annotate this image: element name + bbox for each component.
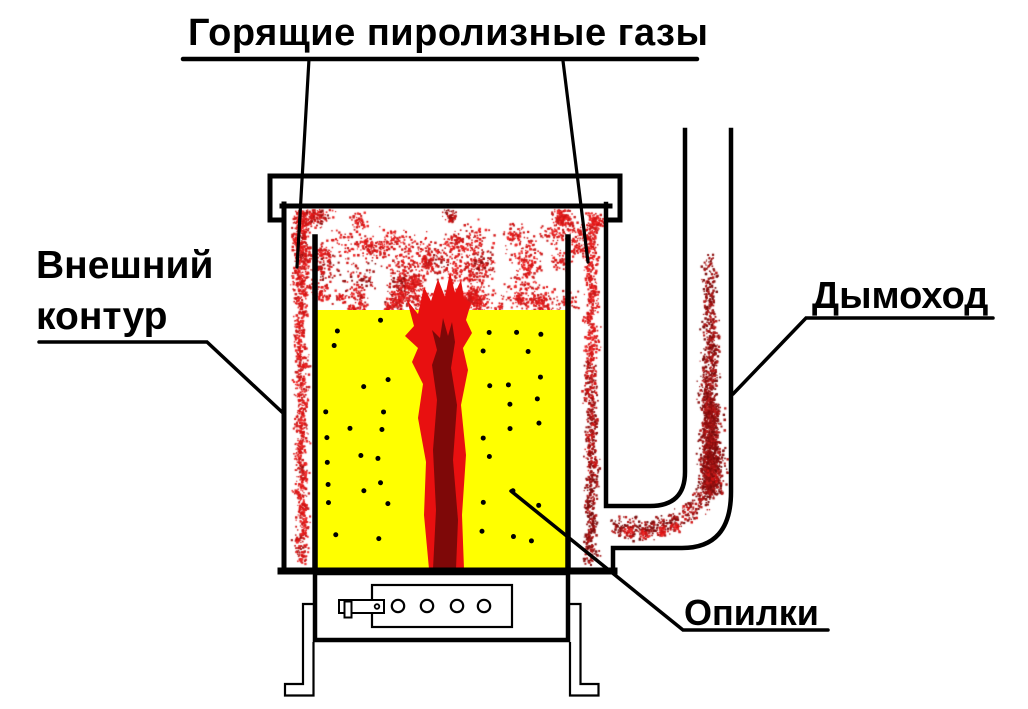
- sawdust-dot: [536, 420, 542, 426]
- chimney-right-wall-and-duct: [610, 127, 734, 574]
- sawdust-dot: [480, 435, 486, 441]
- sawdust-dot: [507, 426, 513, 432]
- left-leg: [283, 602, 316, 697]
- sawdust-dot: [385, 501, 391, 507]
- sawdust-dot: [486, 330, 492, 336]
- sawdust-particle-dots: [323, 317, 544, 544]
- sawdust-dot: [487, 383, 493, 389]
- sawdust-dot: [385, 377, 391, 383]
- sawdust-dot: [537, 374, 543, 380]
- sawdust-dot: [358, 452, 364, 458]
- label-chimney: Дымоход: [812, 275, 989, 317]
- sawdust-dot: [324, 435, 330, 441]
- damper-slider-grip: [343, 600, 353, 619]
- sawdust-dot: [514, 329, 520, 335]
- sawdust-dot: [528, 538, 534, 544]
- title-burning-pyrolysis-gases: Горящие пиролизные газы: [188, 12, 709, 54]
- sawdust-dot: [376, 536, 382, 542]
- sawdust-dot: [378, 317, 384, 323]
- sawdust-dot: [347, 425, 353, 431]
- sawdust-dot: [486, 453, 492, 459]
- damper-hole: [390, 598, 406, 614]
- sawdust-dot: [480, 348, 486, 354]
- damper-slider-pin: [373, 603, 381, 610]
- stove-body-right-wall-and-chimney-left: [603, 127, 688, 509]
- air-damper: [338, 583, 514, 629]
- sawdust-dot: [525, 349, 531, 355]
- sawdust-dot: [361, 384, 367, 390]
- sawdust-dot: [510, 534, 516, 540]
- sawdust-dot: [507, 401, 513, 407]
- sawdust-dot: [534, 396, 540, 402]
- sawdust-dot: [361, 488, 367, 494]
- chimney-leader: [731, 316, 995, 396]
- title-leader-right: [561, 59, 590, 264]
- sawdust-dot: [325, 500, 331, 506]
- sawdust-dot: [325, 482, 331, 488]
- label-outer-contour: Внешний контур: [36, 244, 214, 339]
- sawdust-dot: [334, 328, 340, 334]
- stove-lid: [267, 173, 623, 223]
- sawdust-dot: [479, 528, 485, 534]
- sawdust-dot: [324, 459, 330, 465]
- sawdust-dot: [375, 455, 381, 461]
- damper-hole: [476, 598, 492, 614]
- sawdust-dot: [381, 409, 387, 415]
- right-leg: [567, 602, 600, 697]
- sawdust-dot: [480, 499, 486, 505]
- sawdust-dot: [536, 502, 542, 508]
- sawdust-dot: [333, 532, 339, 538]
- flame: [405, 272, 472, 569]
- damper-hole: [419, 598, 435, 614]
- sawdust-dot: [323, 409, 329, 415]
- sawdust-dot: [378, 480, 384, 486]
- label-sawdust: Опилки: [684, 592, 819, 633]
- flame-inner-dark: [432, 318, 458, 569]
- sawdust-dot: [538, 331, 544, 337]
- sawdust-dot: [379, 427, 385, 433]
- sawdust-dot: [505, 382, 511, 388]
- legs: [283, 602, 600, 697]
- sawdust-dot: [331, 343, 337, 349]
- outer-contour-leader: [37, 340, 285, 415]
- title-leader-left: [295, 57, 311, 269]
- sawdust-leader: [509, 489, 830, 632]
- damper-hole: [449, 598, 465, 614]
